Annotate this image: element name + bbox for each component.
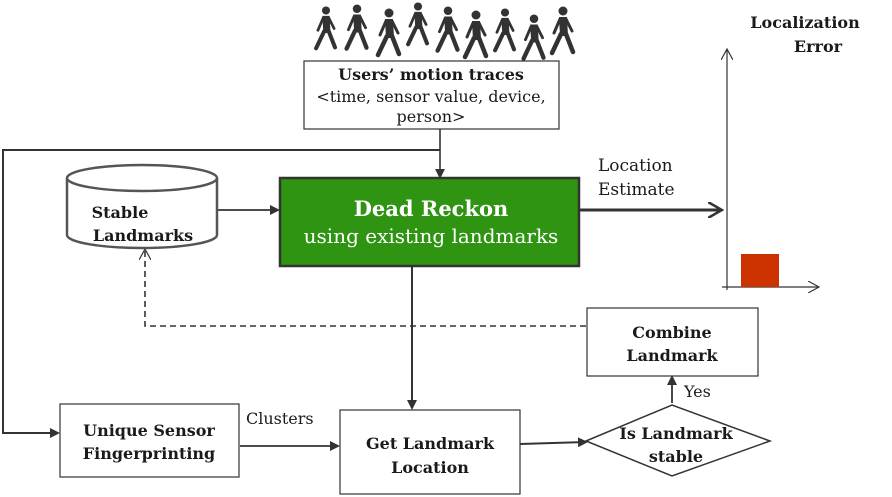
walking-people-icon: [314, 2, 576, 61]
landmark-stable-decision: Is Landmark stable: [584, 404, 773, 477]
motion-traces-fields: <time, sensor value, device,: [316, 87, 545, 106]
walker-icon: [435, 6, 460, 53]
fingerprinting-label-cont: Fingerprinting: [83, 444, 215, 463]
localization-error-chart: Localization Error: [722, 13, 860, 290]
decision-label-cont: stable: [649, 447, 703, 466]
walker-icon: [375, 8, 402, 58]
dead-reckon-title: Dead Reckon: [354, 196, 509, 221]
dead-reckon-subtitle: using existing landmarks: [304, 224, 559, 248]
walker-icon: [406, 2, 430, 47]
get-landmark-box: Get Landmark Location: [339, 409, 521, 495]
walker-icon: [344, 4, 369, 51]
walker-icon: [462, 10, 489, 60]
combine-landmark-label: Combine: [632, 323, 711, 342]
location-estimate-label: Location: [598, 156, 673, 176]
motion-traces-title: Users’ motion traces: [338, 65, 524, 84]
get-landmark-label: Get Landmark: [366, 434, 495, 453]
walker-icon: [314, 6, 338, 51]
combine-landmark-box: Combine Landmark: [586, 307, 759, 377]
left-loop-line: [2, 149, 440, 438]
stable-landmarks-cylinder: Stable Landmarks: [65, 163, 219, 250]
connectors: [2, 129, 720, 451]
walker-icon: [549, 6, 576, 56]
stable-landmarks-label-cont: Landmarks: [93, 226, 193, 245]
dead-reckon-box: Dead Reckon using existing landmarks: [278, 176, 581, 268]
motion-traces-box: Users’ motion traces <time, sensor value…: [303, 60, 560, 130]
localization-error-label-cont: Error: [794, 37, 843, 56]
motion-traces-fields-cont: person>: [397, 107, 466, 126]
localization-error-label: Localization: [750, 13, 860, 32]
getlandmark-to-decision-arrow: [519, 437, 588, 448]
get-landmark-label-cont: Location: [391, 458, 469, 477]
fingerprinting-box: Unique Sensor Fingerprinting: [59, 403, 240, 478]
yes-label: Yes: [683, 382, 711, 401]
walker-icon: [521, 14, 546, 61]
location-estimate-label-cont: Estimate: [598, 180, 675, 200]
stable-landmarks-label: Stable: [92, 203, 149, 222]
combine-landmark-label-cont: Landmark: [626, 346, 718, 365]
walker-icon: [493, 8, 517, 53]
error-bar: [741, 254, 779, 287]
decision-label: Is Landmark: [619, 424, 733, 443]
fingerprinting-label: Unique Sensor: [83, 421, 215, 440]
clusters-label: Clusters: [246, 409, 314, 428]
feedback-dashed-line: [145, 250, 586, 327]
